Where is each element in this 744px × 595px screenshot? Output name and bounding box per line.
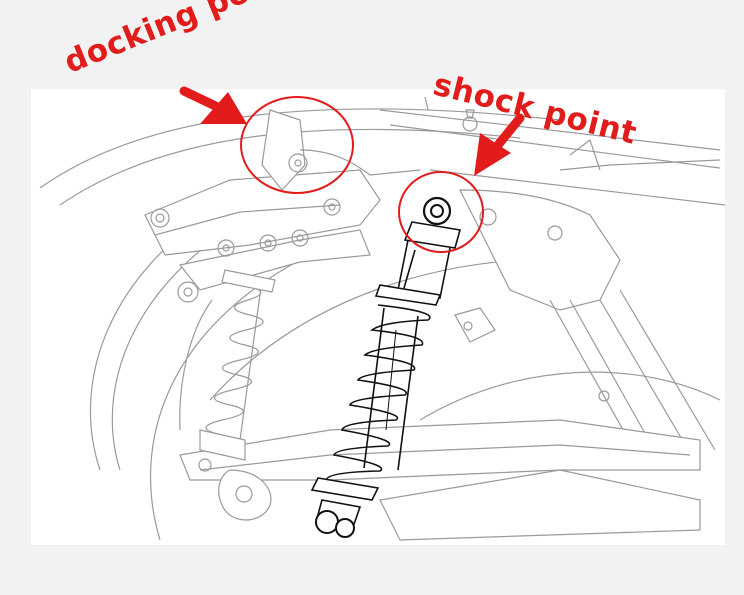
docking-point-circle <box>240 96 354 194</box>
annotation-marks <box>240 96 484 253</box>
shock-point-circle <box>398 171 484 253</box>
frame-line-art <box>39 96 725 541</box>
shock-point-arrow <box>474 113 525 176</box>
docking-point-arrow <box>179 86 247 124</box>
shock-absorber <box>310 196 462 538</box>
rear-coil-spring <box>179 269 276 461</box>
